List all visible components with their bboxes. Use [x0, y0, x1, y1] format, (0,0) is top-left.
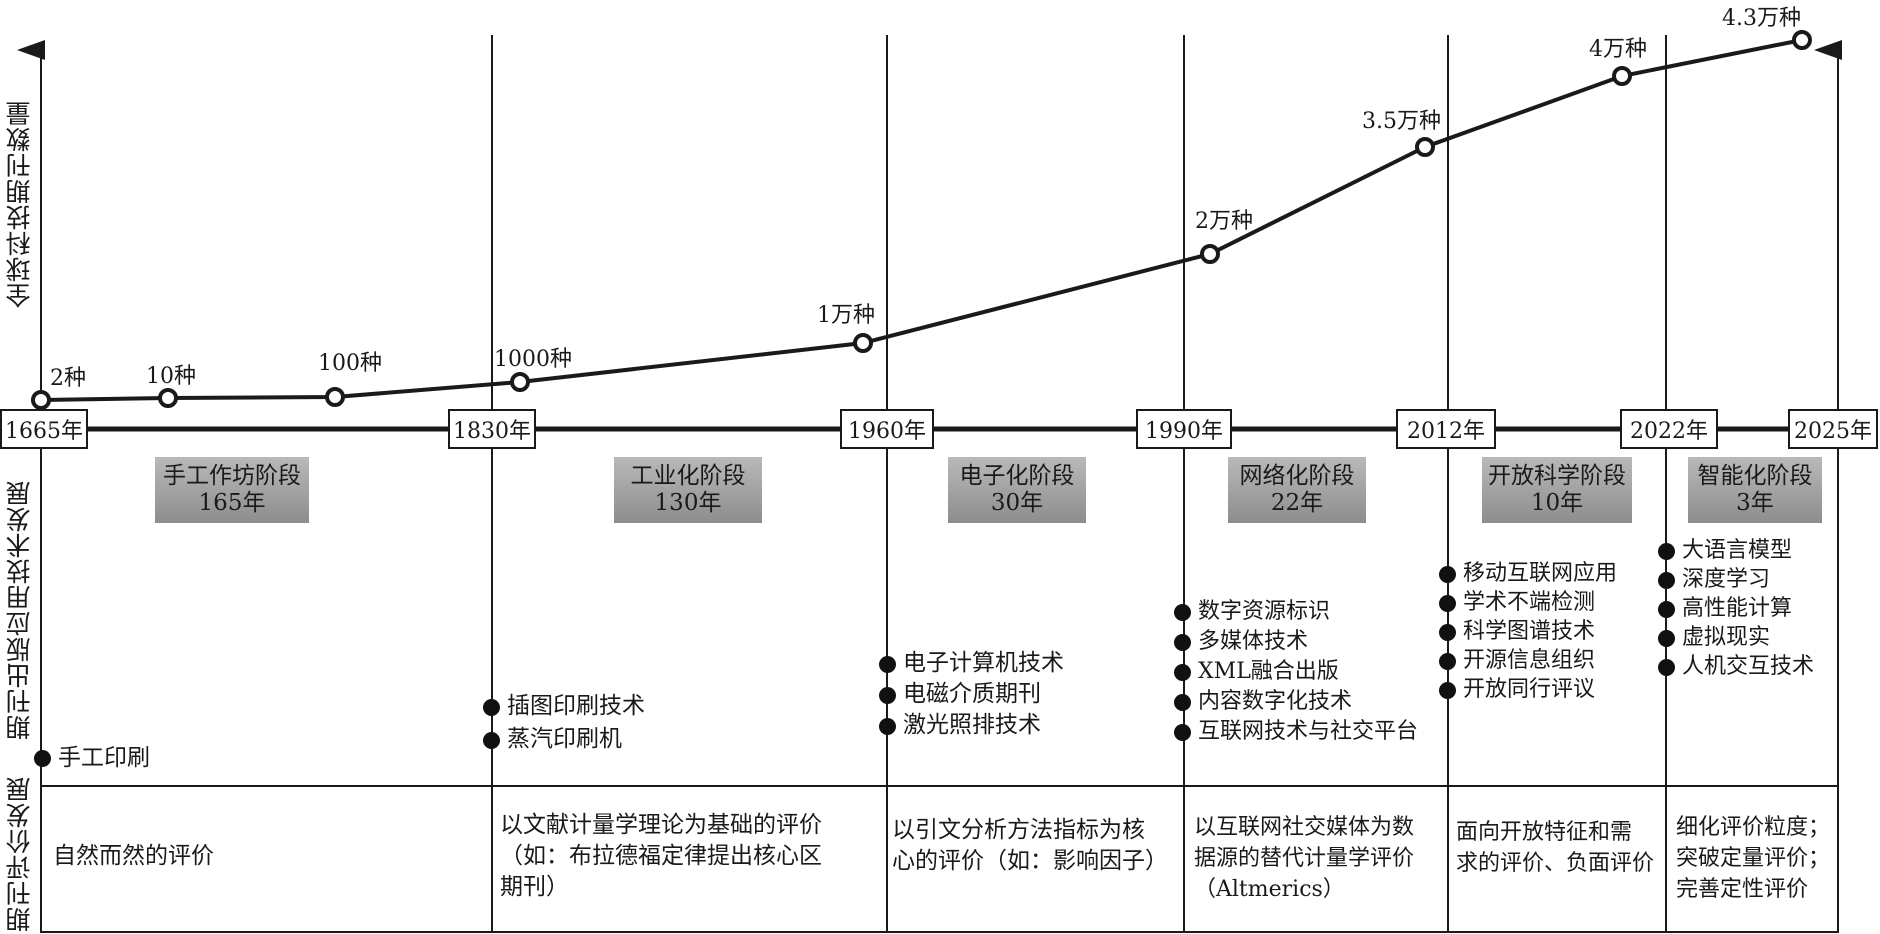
growth-points: [31, 30, 1812, 410]
tech-item: 手工印刷: [34, 742, 150, 774]
data-label: 10种: [146, 364, 196, 389]
eval-cell: 以互联网社交媒体为数 据源的替代计量学评价 （Altmerics）: [1194, 812, 1414, 905]
tech-item: 电子计算机技术: [879, 648, 1064, 679]
year-box: 2012年: [1396, 409, 1496, 449]
year-box: 1830年: [448, 409, 536, 449]
stage-duration: 22年: [1270, 490, 1324, 516]
tech-item: 学术不端检测: [1439, 588, 1617, 617]
data-point-marker: [1415, 137, 1435, 157]
stage-duration: 30年: [990, 490, 1044, 516]
data-point-marker: [31, 390, 51, 410]
stage-name: 电子化阶段: [959, 463, 1075, 489]
eval-cell: 以文献计量学理论为基础的评价 （如：布拉德福定律提出核心区 期刊）: [500, 810, 822, 903]
year-box: 2022年: [1620, 409, 1718, 449]
data-point-marker: [1792, 30, 1812, 50]
tech-list: 大语言模型 深度学习 高性能计算 虚拟现实 人机交互技术: [1658, 536, 1814, 681]
eval-line: 以文献计量学理论为基础的评价: [500, 812, 822, 838]
eval-cell: 面向开放特征和需 求的评价、负面评价: [1456, 817, 1654, 879]
growth-line: [40, 38, 1803, 402]
tech-list: 手工印刷: [34, 742, 150, 774]
tech-item: 深度学习: [1658, 565, 1814, 594]
data-label: 3.5万种: [1362, 109, 1441, 134]
eval-cell: 以引文分析方法指标为核 心的评价（如：影响因子）: [892, 815, 1168, 877]
data-label: 1000种: [494, 347, 572, 372]
tech-list: 数字资源标识 多媒体技术 XML融合出版 内容数字化技术 互联网技术与社交平台: [1174, 597, 1418, 747]
data-point-marker: [510, 372, 530, 392]
eval-cell: 自然而然的评价: [53, 841, 214, 872]
data-label: 1万种: [817, 303, 875, 328]
stage-name: 工业化阶段: [630, 463, 746, 489]
year-box: 1665年: [0, 409, 88, 449]
tech-item: 多媒体技术: [1174, 627, 1418, 657]
eval-line: 细化评价粒度；: [1676, 815, 1831, 840]
stage-duration: 10年: [1530, 490, 1584, 516]
tech-list: 插图印刷技术 蒸汽印刷机: [483, 690, 645, 756]
data-point-marker: [325, 387, 345, 407]
stage-name: 网络化阶段: [1239, 463, 1355, 489]
tech-list: 电子计算机技术 电磁介质期刊 激光照排技术: [879, 648, 1064, 741]
tech-item: 人机交互技术: [1658, 652, 1814, 681]
stage-box: 电子化阶段 30年: [948, 457, 1086, 523]
data-point-marker: [1200, 244, 1220, 264]
tech-item: 高性能计算: [1658, 594, 1814, 623]
tech-item: 科学图谱技术: [1439, 617, 1617, 646]
stage-box: 网络化阶段 22年: [1228, 457, 1366, 523]
stage-name: 开放科学阶段: [1488, 463, 1626, 489]
eval-line: 面向开放特征和需: [1456, 820, 1633, 845]
year-box: 2025年: [1788, 409, 1878, 449]
data-label: 2万种: [1195, 209, 1253, 234]
eval-line: 期刊）: [500, 874, 569, 900]
tech-item: 电磁介质期刊: [879, 679, 1064, 710]
eval-line: 以互联网社交媒体为数: [1194, 815, 1415, 840]
stage-duration: 165年: [198, 490, 266, 516]
data-label: 100种: [318, 351, 382, 376]
eval-cell: 细化评价粒度； 突破定量评价； 完善定性评价: [1676, 812, 1830, 905]
stage-duration: 3年: [1736, 490, 1774, 516]
data-label: 4.3万种: [1722, 6, 1801, 31]
eval-line: 据源的替代计量学评价: [1194, 846, 1415, 871]
tech-item: 蒸汽印刷机: [483, 723, 645, 756]
data-point-marker: [1612, 66, 1632, 86]
eval-line: 心的评价（如：影响因子）: [892, 848, 1168, 874]
eval-line: 求的评价、负面评价: [1456, 851, 1655, 876]
stage-box: 工业化阶段 130年: [614, 457, 762, 523]
tech-list: 移动互联网应用 学术不端检测 科学图谱技术 开源信息组织 开放同行评议: [1439, 559, 1617, 704]
stage-name: 智能化阶段: [1697, 463, 1813, 489]
eval-line: （如：布拉德福定律提出核心区: [500, 843, 822, 869]
tech-item: 移动互联网应用: [1439, 559, 1617, 588]
y-axis-label: 全球科技期刊数量: [5, 100, 34, 308]
tech-item: XML融合出版: [1174, 657, 1418, 687]
stage-duration: 130年: [654, 490, 722, 516]
data-label: 2种: [50, 366, 86, 391]
year-box: 1960年: [840, 409, 934, 449]
stage-name: 手工作坊阶段: [163, 463, 301, 489]
eval-line: 以引文分析方法指标为核: [892, 817, 1145, 843]
tech-item: 插图印刷技术: [483, 690, 645, 723]
eval-line: 完善定性评价: [1676, 877, 1809, 902]
year-box: 1990年: [1136, 409, 1232, 449]
eval-line: 自然而然的评价: [53, 843, 214, 869]
stage-box: 手工作坊阶段 165年: [155, 457, 309, 523]
tech-item: 数字资源标识: [1174, 597, 1418, 627]
tech-item: 激光照排技术: [879, 710, 1064, 741]
stage-box: 开放科学阶段 10年: [1482, 457, 1632, 523]
tech-item: 开源信息组织: [1439, 646, 1617, 675]
data-point-marker: [158, 388, 178, 408]
tech-item: 开放同行评议: [1439, 675, 1617, 704]
data-label: 4万种: [1589, 37, 1647, 62]
data-point-marker: [853, 333, 873, 353]
tech-item: 大语言模型: [1658, 536, 1814, 565]
eval-line: （Altmerics）: [1194, 877, 1345, 902]
stage-box: 智能化阶段 3年: [1688, 457, 1822, 523]
tech-item: 内容数字化技术: [1174, 687, 1418, 717]
tech-item: 虚拟现实: [1658, 623, 1814, 652]
eval-line: 突破定量评价；: [1676, 846, 1831, 871]
tech-section-label: 期刊出版应用技术发展: [5, 480, 34, 740]
eval-section-label: 期刊评价发展: [5, 776, 34, 932]
tech-item: 互联网技术与社交平台: [1174, 717, 1418, 747]
